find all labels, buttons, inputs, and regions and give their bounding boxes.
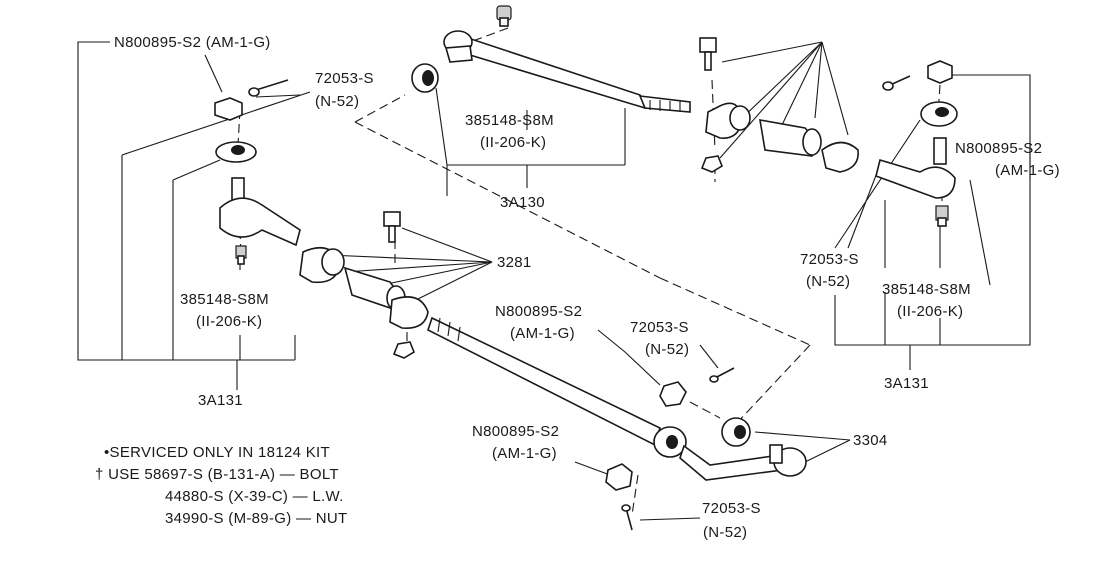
label-pin-mid-part: 72053-S bbox=[630, 319, 689, 336]
label-pin-top-left-code: (N-52) bbox=[315, 93, 359, 110]
label-rod-top-part: 385148-S8M bbox=[465, 112, 554, 129]
seal-right-mid bbox=[721, 417, 751, 447]
seal-top-left bbox=[411, 63, 439, 93]
castle-nut-mid bbox=[659, 367, 735, 407]
label-rod-right-part: 385148-S8M bbox=[882, 281, 971, 298]
label-pin-bottom-code: (N-52) bbox=[703, 524, 747, 541]
label-seal-3304: 3304 bbox=[853, 432, 888, 449]
label-rod-left-code: (II-206-K) bbox=[196, 313, 262, 330]
service-notes: •SERVICED ONLY IN 18124 KIT † USE 58697-… bbox=[95, 444, 347, 527]
label-assy-3a130: 3A130 bbox=[500, 194, 545, 211]
clamp-cluster-top bbox=[699, 37, 859, 173]
castle-nut-bottom bbox=[605, 463, 633, 531]
note-lock-washer: 44880-S (X-39-C) — L.W. bbox=[165, 488, 344, 505]
callout-labels: N800895-S2 (AM-1-G) 72053-S (N-52) 38514… bbox=[114, 34, 1060, 541]
label-pin-right-part: 72053-S bbox=[800, 251, 859, 268]
label-rod-left-part: 385148-S8M bbox=[180, 291, 269, 308]
label-assy-left: 3A131 bbox=[198, 392, 243, 409]
label-nut-bottom-part: N800895-S2 bbox=[472, 423, 559, 440]
note-nut: 34990-S (M-89-G) — NUT bbox=[165, 510, 347, 527]
ball-joint-left bbox=[214, 79, 301, 265]
note-serviced-kit: •SERVICED ONLY IN 18124 KIT bbox=[104, 444, 330, 461]
label-nut-right-part: N800895-S2 bbox=[955, 140, 1042, 157]
tie-rod-main bbox=[427, 316, 807, 481]
note-bolt: † USE 58697-S (B-131-A) — BOLT bbox=[95, 466, 339, 483]
ball-joint-right bbox=[875, 60, 958, 227]
label-clamp-3281: 3281 bbox=[497, 254, 532, 271]
label-nut-mid-part: N800895-S2 bbox=[495, 303, 582, 320]
label-rod-right-code: (II-206-K) bbox=[897, 303, 963, 320]
leader-lines bbox=[77, 27, 1031, 521]
label-nut-mid-code: (AM-1-G) bbox=[510, 325, 575, 342]
tie-rod-top bbox=[443, 30, 691, 113]
clamp-cluster-center bbox=[299, 211, 429, 359]
label-rod-top-code: (II-206-K) bbox=[480, 134, 546, 151]
label-pin-mid-code: (N-52) bbox=[645, 341, 689, 358]
label-pin-right-code: (N-52) bbox=[806, 273, 850, 290]
label-nut-top-left: N800895-S2 (AM-1-G) bbox=[114, 34, 271, 51]
grease-fitting-top bbox=[496, 5, 512, 27]
label-assy-right: 3A131 bbox=[884, 375, 929, 392]
label-pin-bottom-part: 72053-S bbox=[702, 500, 761, 517]
label-nut-bottom-code: (AM-1-G) bbox=[492, 445, 557, 462]
label-pin-top-left-part: 72053-S bbox=[315, 70, 374, 87]
label-nut-right-code: (AM-1-G) bbox=[995, 162, 1060, 179]
